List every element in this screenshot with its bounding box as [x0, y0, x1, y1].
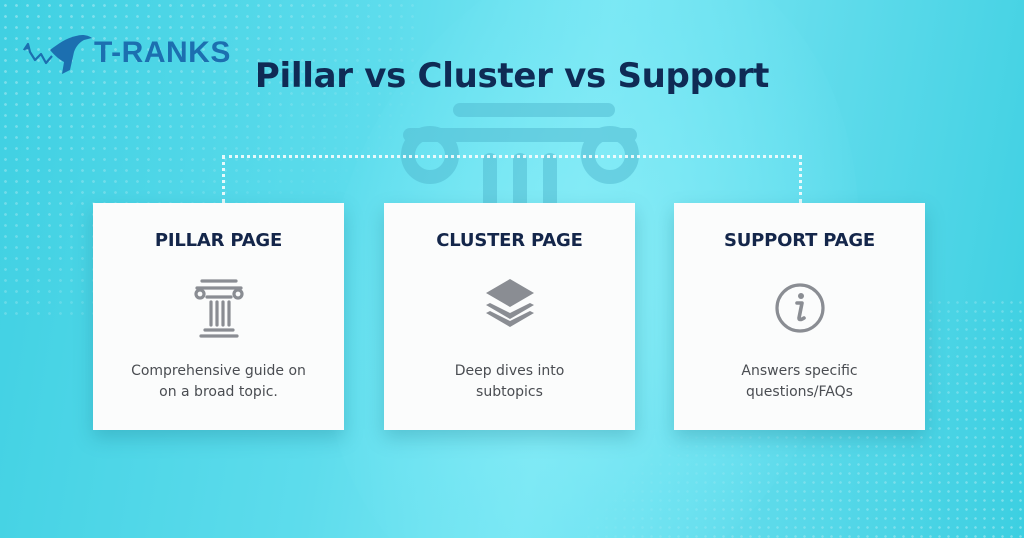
card-description: Comprehensive guide on on a broad topic.	[107, 361, 330, 403]
card-description-line: questions/FAQs	[746, 384, 853, 400]
info-circle-icon	[774, 283, 825, 333]
brand-logo[interactable]: T-RANKS	[22, 30, 231, 76]
card-description-line: on a broad topic.	[159, 384, 278, 400]
card-cluster-page: CLUSTER PAGE Deep dives into subtopics	[384, 203, 635, 430]
card-title: SUPPORT PAGE	[723, 230, 875, 251]
card-pillar-page: PILLAR PAGE Comprehensive guide on on a …	[93, 203, 344, 430]
card-description: Deep dives into subtopics	[398, 361, 621, 403]
page-title: Pillar vs Cluster vs Support	[254, 56, 770, 96]
shark-logo-icon	[23, 34, 92, 74]
card-description-line: Deep dives into	[454, 363, 565, 379]
dotted-connector-line	[222, 155, 802, 203]
card-description-line: Answers specific	[741, 363, 858, 379]
card-title: CLUSTER PAGE	[436, 230, 583, 251]
card-title: PILLAR PAGE	[154, 230, 283, 251]
brand-name: T-RANKS	[94, 36, 231, 69]
card-description: Answers specific questions/FAQs	[688, 361, 911, 403]
card-description-line: subtopics	[476, 384, 543, 400]
stacked-layers-icon	[485, 279, 534, 327]
card-description-line: Comprehensive guide on	[131, 363, 306, 379]
card-support-page: SUPPORT PAGE Answers specific questions/…	[674, 203, 925, 430]
pillar-column-icon	[193, 279, 244, 338]
